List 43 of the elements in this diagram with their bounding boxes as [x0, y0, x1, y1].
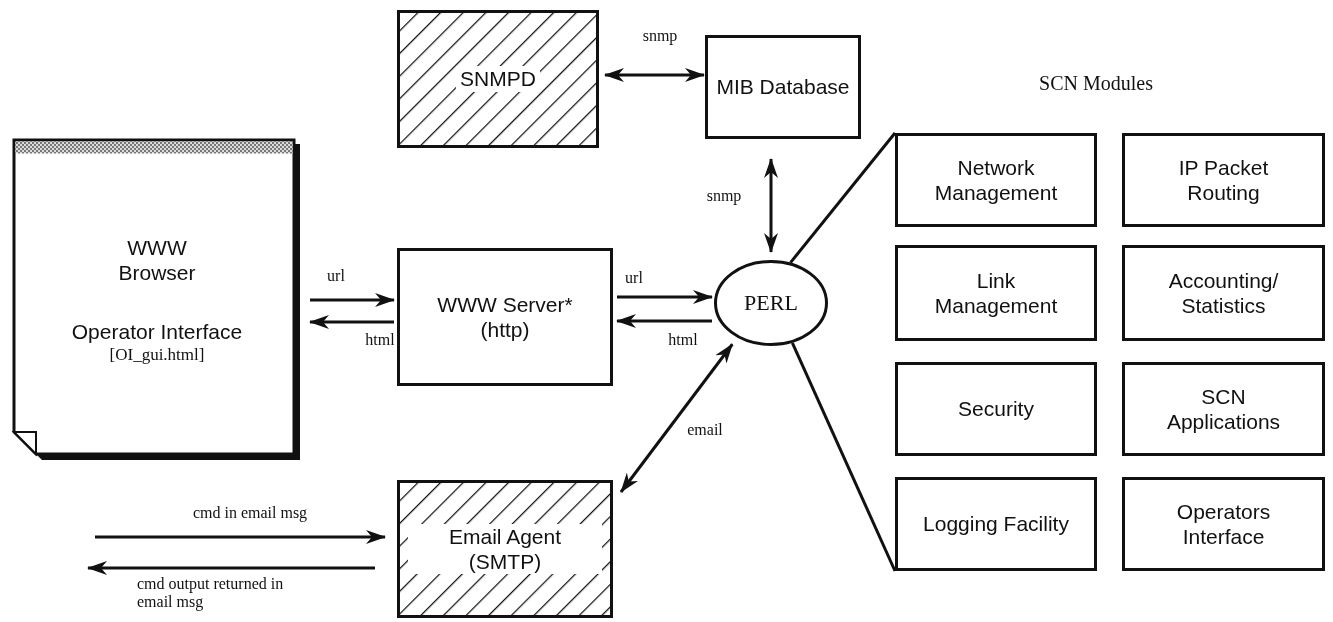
- edge-label: cmd in email msg: [190, 503, 310, 523]
- process-box: [895, 362, 1097, 456]
- connector-line: [791, 342, 897, 572]
- hatched-box: [397, 480, 613, 618]
- process-box: [895, 133, 1097, 227]
- document-page: [12, 138, 302, 462]
- arrow: [310, 293, 395, 307]
- node-label: Logging Facility: [923, 511, 1069, 537]
- node-label: WWW Server* (http): [436, 291, 574, 343]
- process-box: [1122, 362, 1325, 456]
- node-label: IP Packet Routing: [1177, 154, 1270, 206]
- node-label: Link Management: [933, 267, 1059, 319]
- process-box: [1122, 245, 1325, 341]
- arrow: [87, 561, 375, 575]
- arrow: [617, 290, 713, 304]
- node-label: Operator Interface: [71, 319, 243, 345]
- arrow: [619, 343, 734, 493]
- node-label: SCN Applications: [1165, 383, 1282, 435]
- node-label: Email Agent (SMTP): [408, 523, 602, 575]
- node-label: PERL: [744, 289, 798, 317]
- hatched-box: [397, 10, 599, 148]
- arrow: [95, 530, 386, 544]
- process-box: [895, 245, 1097, 341]
- node-label: WWW Browser: [117, 235, 197, 286]
- arrow: [604, 68, 705, 82]
- process-ellipse: [714, 260, 828, 346]
- node-label: Network Management: [933, 154, 1059, 206]
- node-label: SNMPD: [456, 66, 540, 92]
- node-label: MIB Database: [716, 74, 850, 100]
- arrow: [309, 315, 394, 329]
- arrow: [764, 158, 778, 253]
- connector-line: [789, 132, 897, 264]
- arrow: [616, 314, 712, 328]
- process-box: [1122, 477, 1325, 571]
- process-box: [397, 248, 613, 386]
- process-box: [705, 35, 861, 139]
- node-label: Security: [958, 396, 1034, 422]
- process-box: [1122, 133, 1325, 227]
- process-box: [895, 477, 1097, 571]
- node-label: [OI_gui.html]: [109, 344, 205, 365]
- group-title: SCN Modules: [1039, 72, 1153, 95]
- node-label: Operators Interface: [1175, 498, 1272, 550]
- node-label: Accounting/ Statistics: [1167, 267, 1280, 319]
